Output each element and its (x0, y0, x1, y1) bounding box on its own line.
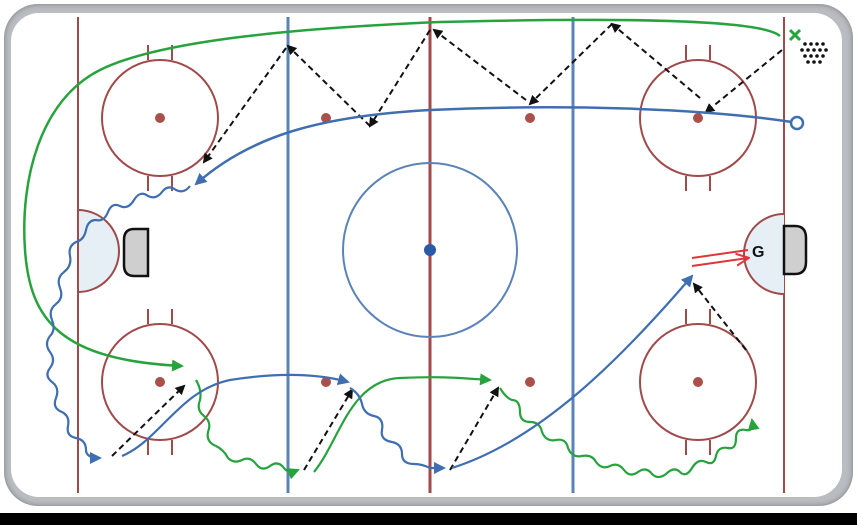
green-skate-path-top (23, 18, 781, 372)
blue-skate-paths-bottom (121, 274, 694, 474)
left-net (122, 227, 150, 278)
goalie-label: G (752, 244, 764, 261)
goalie-marker: G (752, 244, 764, 261)
bottom-bar (0, 513, 857, 525)
blue-skate-path-top (194, 106, 793, 186)
faceoff-circle-bottom-right (639, 309, 757, 455)
neutral-dot-top-right (525, 113, 535, 123)
neutral-dot-bottom-left (321, 377, 331, 387)
shot-arrow (691, 249, 748, 267)
center-circle (342, 162, 518, 338)
pass-arrows-bottom (111, 282, 747, 471)
defense-o-icon (789, 115, 805, 131)
neutral-dot-top-left (321, 113, 331, 123)
forward-x-icon (788, 28, 802, 42)
puck-pile-icon (800, 42, 828, 64)
neutral-dot-bottom-right (525, 377, 535, 387)
faceoff-circle-top-left (101, 45, 219, 191)
left-crease (77, 208, 120, 294)
green-skate-paths-bottom (195, 373, 760, 480)
right-net (782, 224, 808, 276)
faceoff-circle-bottom-left (101, 309, 219, 455)
blue-puck-carry-left (45, 185, 191, 464)
pass-arrows-top (202, 22, 783, 164)
rink-surface (11, 13, 842, 497)
faceoff-circle-top-right (639, 45, 757, 191)
